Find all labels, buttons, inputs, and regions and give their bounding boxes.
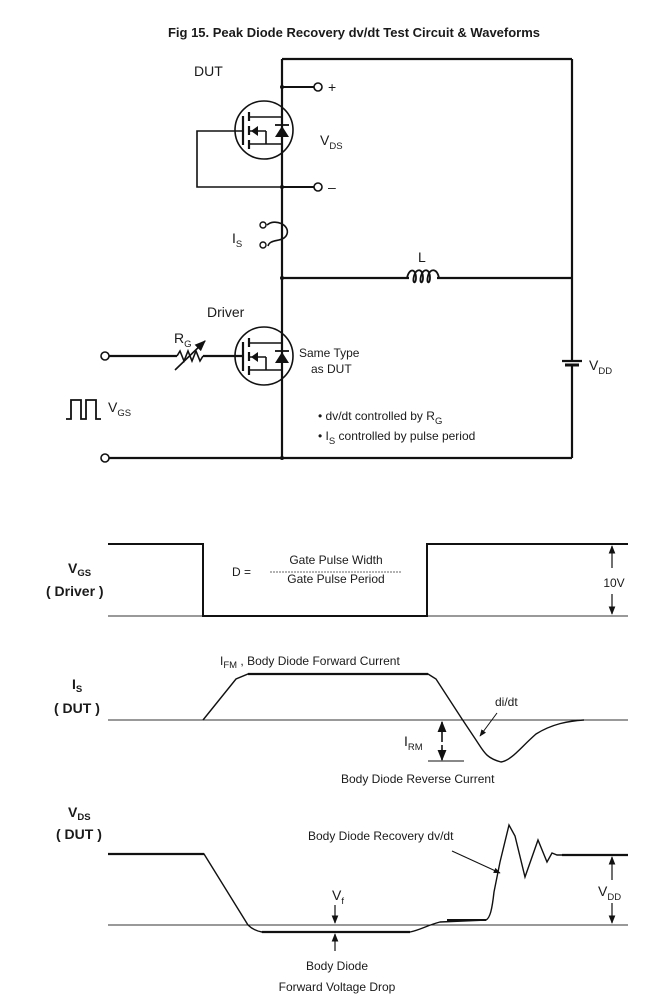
- plus-label: +: [328, 79, 336, 95]
- gate-source-wire: [196, 130, 282, 188]
- driver-mosfet-icon: [234, 326, 294, 386]
- dut-label: DUT: [194, 63, 223, 79]
- vds-label: VDS: [320, 132, 343, 152]
- irm-label: IRM: [404, 733, 423, 753]
- terminal-minus: [313, 182, 323, 192]
- drop-label-2: Forward Voltage Drop: [279, 980, 396, 994]
- vds-waveform-panel: VDS ( DUT ) Body Diode Recovery dv/dt Vf…: [56, 804, 628, 994]
- inductor-icon: [406, 269, 440, 284]
- driver-label: Driver: [207, 304, 245, 320]
- recovery-dvdt-label: Body Diode Recovery dv/dt: [308, 829, 454, 843]
- test-circuit: DUT + VDS –: [66, 57, 612, 463]
- formula-denominator: Gate Pulse Period: [287, 572, 384, 586]
- dut-mosfet-icon: [234, 100, 294, 160]
- vdd-source-label: VDD: [589, 357, 612, 377]
- reverse-current-label: Body Diode Reverse Current: [341, 772, 495, 786]
- is-wave-label: IS: [72, 676, 82, 695]
- note-is: • IS controlled by pulse period: [318, 429, 475, 447]
- vds-wave-paren: ( DUT ): [56, 826, 102, 842]
- terminal-gnd: [100, 453, 110, 463]
- rg-label: RG: [174, 330, 192, 350]
- is-waveform-panel: IS ( DUT ) IFM , Body Diode Forward Curr…: [54, 654, 628, 786]
- current-probe-icon: [259, 221, 289, 249]
- vf-label: Vf: [332, 887, 344, 907]
- is-trace: [202, 673, 585, 763]
- terminal-gate: [100, 351, 110, 361]
- inductor-label: L: [418, 249, 426, 265]
- vds-trace: [108, 823, 628, 933]
- drop-label-1: Body Diode: [306, 959, 368, 973]
- vgs-source-label: VGS: [108, 399, 131, 419]
- battery-icon: [562, 359, 582, 367]
- vdd-wave-label: VDD: [598, 883, 621, 903]
- formula-lhs: D =: [232, 565, 251, 579]
- minus-label: –: [328, 179, 336, 195]
- figure-title: Fig 15. Peak Diode Recovery dv/dt Test C…: [168, 25, 540, 40]
- is-wave-paren: ( DUT ): [54, 700, 100, 716]
- variable-arrow-icon: [174, 340, 206, 371]
- note-dvdt: • dv/dt controlled by RG: [318, 409, 442, 427]
- ifm-label: IFM , Body Diode Forward Current: [220, 654, 400, 671]
- same-type-label-1: Same Type: [299, 346, 360, 360]
- vgs-waveform-panel: VGS ( Driver ) D = Gate Pulse Width Gate…: [46, 543, 628, 617]
- vgs-amplitude-label: 10V: [603, 576, 624, 590]
- vgs-trace: [108, 543, 628, 617]
- terminal-plus: [313, 82, 323, 92]
- vgs-wave-paren: ( Driver ): [46, 583, 104, 599]
- vgs-wave-label: VGS: [68, 560, 91, 579]
- vds-wave-label: VDS: [68, 804, 91, 823]
- is-label: IS: [232, 230, 242, 250]
- formula-numerator: Gate Pulse Width: [289, 553, 382, 567]
- same-type-label-2: as DUT: [311, 362, 352, 376]
- junction-dot: [280, 456, 284, 460]
- didt-label: di/dt: [495, 695, 518, 709]
- pulse-icon: [66, 399, 101, 420]
